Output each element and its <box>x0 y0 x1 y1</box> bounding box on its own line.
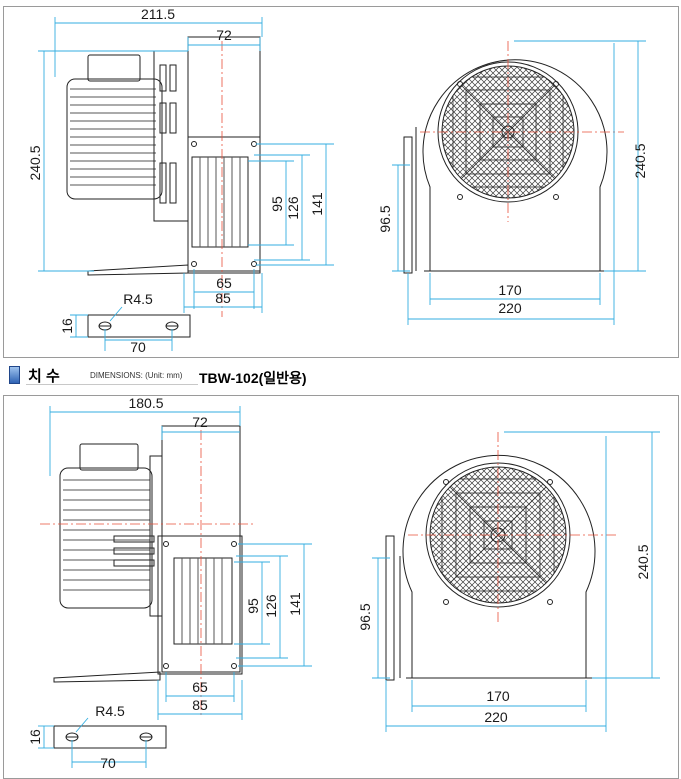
side-dimension-lines <box>38 17 334 313</box>
model-name: TBW-102(일반용) <box>199 370 307 386</box>
dim-outlet-126-b: 126 <box>263 594 279 618</box>
dim-base-65-b: 65 <box>192 679 208 695</box>
mount-slot-plate <box>87 314 191 338</box>
motor-body-b <box>59 467 153 609</box>
dim-outlet-95-b: 95 <box>245 598 261 614</box>
dim-fan-width-b: 72 <box>192 414 208 430</box>
dim-slot-radius-b: R4.5 <box>95 703 125 719</box>
dim-outlet-height-b: 96.5 <box>357 603 373 630</box>
motor-terminal-box-b <box>79 443 139 471</box>
dim-overall-length-b: 180.5 <box>128 395 163 411</box>
base-plate <box>87 264 189 276</box>
side-view-b <box>53 425 243 683</box>
dim-height: 240.5 <box>27 145 43 180</box>
front-centerlines-b <box>408 432 616 624</box>
motor-terminal-box <box>87 54 141 82</box>
dim-base-85-b: 85 <box>192 697 208 713</box>
dim-outlet-95: 95 <box>269 196 285 212</box>
dim-front-height: 240.5 <box>632 143 648 178</box>
section-title: 치 수 <box>28 368 60 385</box>
outlet-opening <box>191 156 249 248</box>
dim-front-220-b: 220 <box>484 709 508 725</box>
mount-slot-plate-b <box>53 725 167 749</box>
motor-body <box>66 78 163 200</box>
motor-flange <box>153 50 189 222</box>
motor-fins-b <box>63 479 150 591</box>
scroll-housing <box>422 59 608 272</box>
drawing-panel-top: 211.5 72 240.5 95 126 141 65 85 16 R4.5 … <box>3 6 679 358</box>
front-dimension-lines-b <box>372 431 660 732</box>
dim-front-height-b: 240.5 <box>635 544 651 579</box>
outlet-fan-blades-b <box>181 558 223 644</box>
outlet-flange-front-b <box>385 535 395 681</box>
outlet-flange-front <box>403 136 413 274</box>
base-plate-b <box>53 671 161 683</box>
dim-fan-width: 72 <box>216 27 232 43</box>
header-underline <box>26 384 198 385</box>
section-marker-icon <box>9 366 20 384</box>
dim-outlet-141: 141 <box>309 192 325 216</box>
dim-outlet-141-b: 141 <box>287 592 303 616</box>
dim-slot-pitch-b: 70 <box>100 755 116 771</box>
scroll-housing-b <box>402 454 596 679</box>
dim-front-170-b: 170 <box>486 688 510 704</box>
dim-front-220: 220 <box>498 300 522 316</box>
drawing-bottom-svg: 180.5 72 95 126 141 65 85 16 R4.5 70 <box>27 395 660 771</box>
dim-slot-radius: R4.5 <box>123 291 153 307</box>
slot-dimension-lines-b <box>38 717 147 768</box>
motor-fins <box>70 88 156 186</box>
dim-base-65: 65 <box>216 275 232 291</box>
section-subtitle: DIMENSIONS: (Unit: mm) <box>90 371 183 380</box>
side-dimension-lines-b <box>49 406 312 720</box>
outlet-fan-blades <box>199 157 241 247</box>
dim-slot-height: 16 <box>59 318 75 334</box>
front-view <box>403 59 608 274</box>
drawing-panel-bottom: 180.5 72 95 126 141 65 85 16 R4.5 70 <box>3 395 679 779</box>
dim-slot-height-b: 16 <box>27 729 43 745</box>
dim-overall-length: 211.5 <box>141 6 175 22</box>
dim-base-85: 85 <box>215 290 231 306</box>
outlet-opening-b <box>173 557 233 645</box>
dim-front-170: 170 <box>498 282 522 298</box>
dimensions-header: 치 수 DIMENSIONS: (Unit: mm) TBW-102(일반용) <box>6 362 676 388</box>
dim-outlet-126: 126 <box>285 196 301 220</box>
drawing-top-svg: 211.5 72 240.5 95 126 141 65 85 16 R4.5 … <box>27 6 648 355</box>
side-view <box>66 36 261 276</box>
front-view-b <box>385 454 596 681</box>
outlet-flange <box>187 136 261 272</box>
dim-outlet-height: 96.5 <box>377 205 393 232</box>
front-centerlines <box>420 41 624 222</box>
dim-slot-pitch: 70 <box>130 339 146 355</box>
slot-dimension-lines <box>70 306 173 351</box>
outlet-flange-b <box>157 535 243 675</box>
front-dimension-lines <box>392 40 646 325</box>
